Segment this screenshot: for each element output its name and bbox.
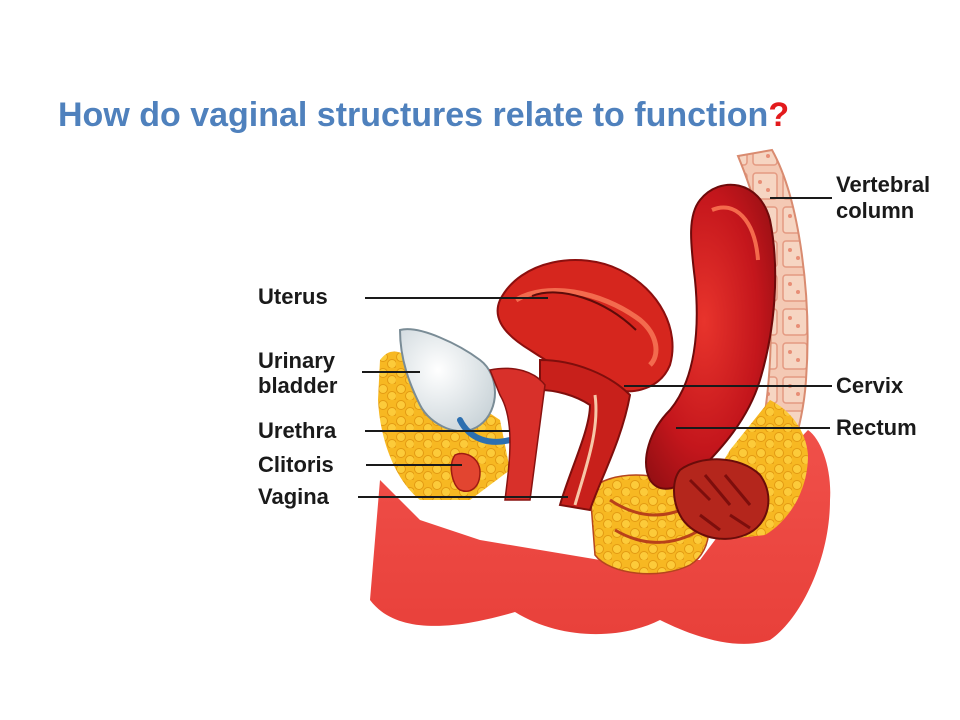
vertebral-label-line2: column: [836, 198, 914, 223]
rectum-label: Rectum: [836, 415, 917, 440]
urinary-bladder-shape: [398, 328, 496, 432]
clitoris-shape: [450, 452, 481, 492]
clitoris-label: Clitoris: [258, 452, 334, 477]
vesicovaginal-wall-shape: [488, 367, 546, 501]
cervix-label: Cervix: [836, 373, 904, 398]
vagina-shape: [539, 358, 632, 512]
urethra-label: Urethra: [258, 418, 337, 443]
leader-lines: [358, 197, 832, 498]
bladder-label-line2: bladder: [258, 373, 338, 398]
uterus-shape: [496, 259, 674, 393]
vagina-label: Vagina: [258, 484, 330, 509]
slide-title: How do vaginal structures relate to func…: [58, 96, 789, 135]
diagram-labels: Vertebral column Uterus Urinary bladder …: [258, 172, 930, 509]
body-skin-shape: [370, 430, 831, 644]
vertebral-label-line1: Vertebral: [836, 172, 930, 197]
anal-area-shape: [673, 458, 770, 540]
urethra-shape: [457, 417, 513, 445]
bladder-label-line1: Urinary: [258, 348, 336, 373]
uterus-label: Uterus: [258, 284, 328, 309]
title-text: How do vaginal structures relate to func…: [58, 96, 769, 134]
title-question-mark: ?: [768, 96, 790, 134]
